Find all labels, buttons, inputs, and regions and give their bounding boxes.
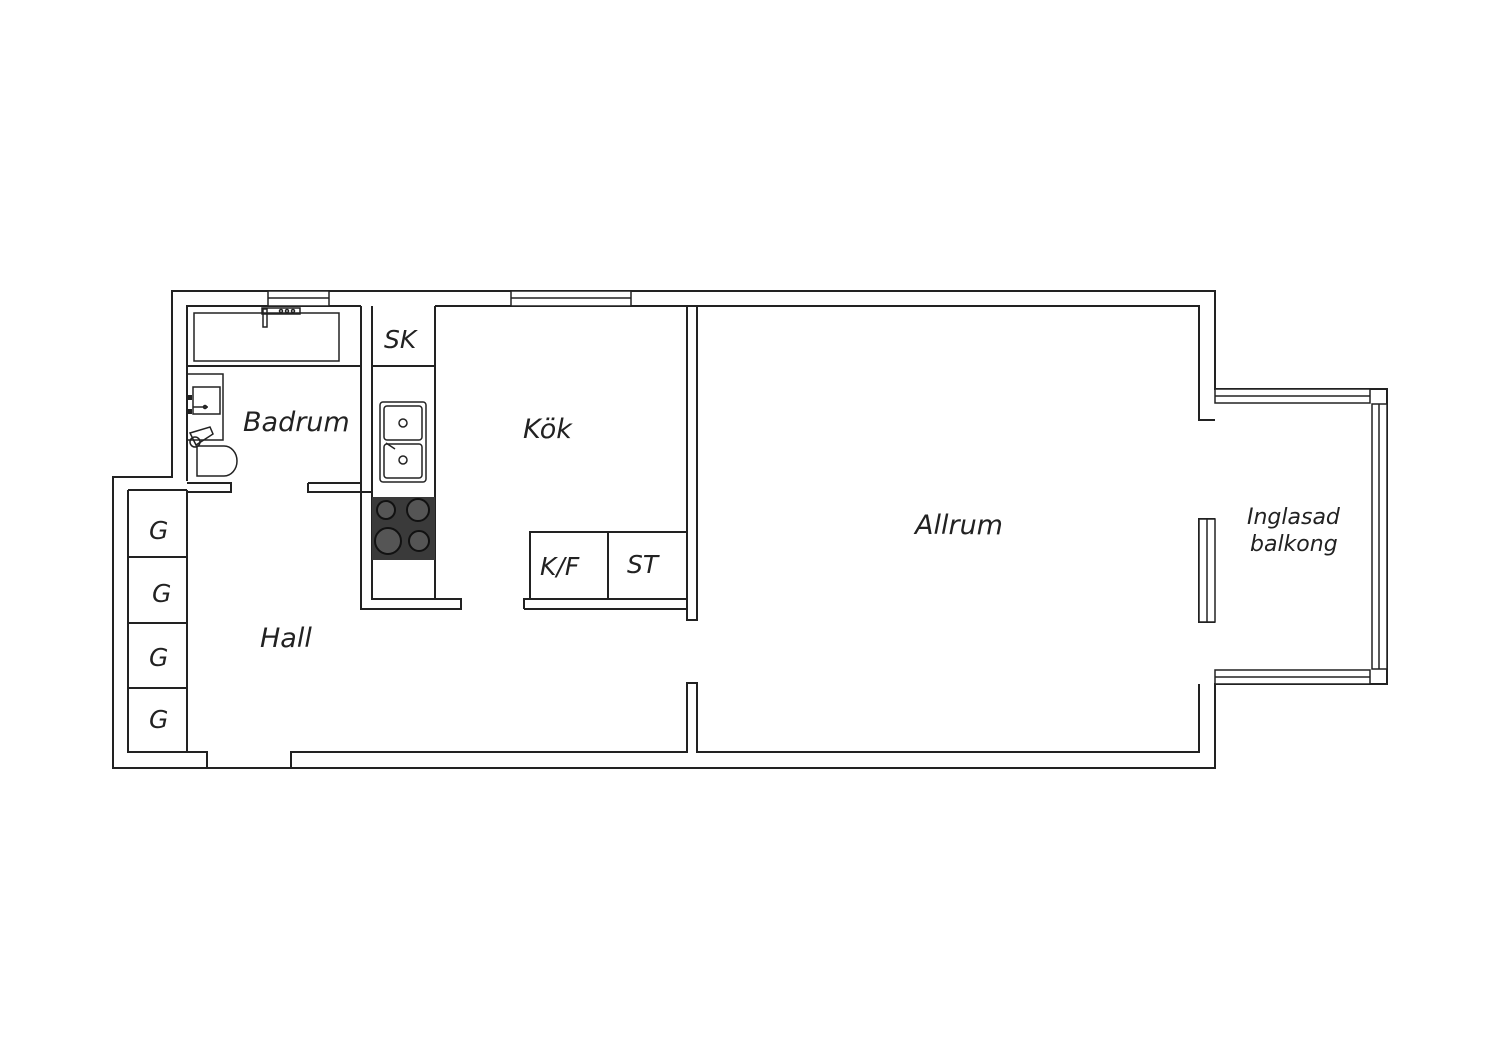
wardrobe-label: G <box>149 516 168 545</box>
bathroom-fixtures <box>186 307 361 477</box>
fixture-label-st: ST <box>627 550 660 579</box>
fixture-label-sk: SK <box>384 325 419 354</box>
window-allrum-top <box>1199 306 1215 420</box>
stove-burner <box>374 527 402 555</box>
kitchen-fixtures <box>372 306 688 600</box>
wardrobe-label: G <box>152 579 171 608</box>
room-label-kok: Kök <box>523 414 573 445</box>
storage-cabinet <box>607 531 688 600</box>
toilet <box>196 445 238 477</box>
washbasin <box>192 386 221 415</box>
kitchen-sink <box>379 401 427 483</box>
wardrobe-label: G <box>149 643 168 672</box>
room-label-allrum: Allrum <box>913 510 1003 541</box>
stove-burner <box>406 498 430 522</box>
stove-burner <box>376 500 396 520</box>
bathroom-walls <box>187 306 372 493</box>
labels: Badrum Kök Allrum Hall Inglasad balkong … <box>149 325 1341 734</box>
room-label-balkong-line2: balkong <box>1250 532 1338 557</box>
fixture-label-kf: K/F <box>540 552 580 581</box>
wardrobes <box>128 490 188 752</box>
outer-walls <box>112 290 1388 769</box>
stove-burner <box>408 530 430 552</box>
room-label-badrum: Badrum <box>243 407 350 438</box>
room-label-hall: Hall <box>260 623 312 654</box>
wardrobe-label: G <box>149 705 168 734</box>
room-label-balkong-line1: Inglasad <box>1247 505 1341 530</box>
windows <box>267 290 1388 685</box>
